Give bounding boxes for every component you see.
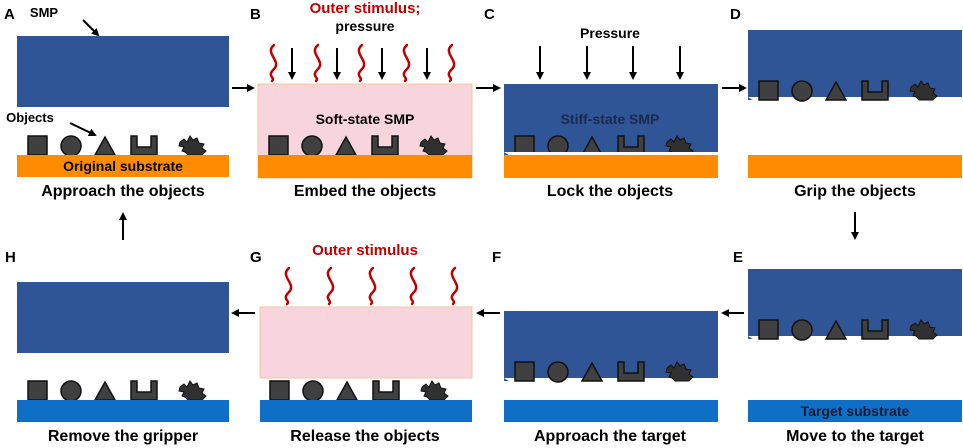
- target-substrate-G: [260, 400, 472, 422]
- target-substrate-H: [17, 400, 229, 422]
- soft-smp-block-G: [259, 306, 473, 379]
- caption-H: Remove the gripper: [48, 428, 198, 445]
- panel-letter-C: C: [484, 6, 495, 23]
- gripper-block-H: [17, 282, 229, 353]
- smp-annotation: SMP: [30, 5, 59, 20]
- objects-G: [269, 380, 449, 402]
- caption-A: Approach the objects: [41, 183, 205, 200]
- panel-letter-H: H: [5, 249, 16, 266]
- panel-letter-D: D: [730, 6, 741, 23]
- caption-C: Lock the objects: [547, 183, 673, 200]
- caption-E: Move to the target: [786, 428, 924, 445]
- stimulus-label-G: Outer stimulus: [312, 242, 418, 259]
- stimulus-wave-icon: [269, 43, 278, 83]
- stimulus-wave-icon: [313, 43, 322, 83]
- panel-letter-B: B: [250, 6, 261, 23]
- caption-D: Grip the objects: [794, 183, 916, 200]
- original-substrate-label: Original substrate: [63, 158, 183, 174]
- original-substrate-A: [17, 155, 229, 177]
- original-substrate-C: [504, 155, 718, 178]
- objects-A: [27, 135, 207, 157]
- stimulus-wave-icon: [447, 43, 456, 83]
- stimulus-wave-icon: [402, 43, 411, 83]
- pressure-label-C: Pressure: [580, 25, 640, 41]
- original-substrate-D: [748, 155, 962, 178]
- panel-letter-F: F: [492, 249, 501, 266]
- soft-state-smp-label: Soft-state SMP: [316, 111, 415, 127]
- target-substrate-label: Target substrate: [801, 403, 910, 419]
- panel-letter-E: E: [733, 249, 743, 266]
- caption-F: Approach the target: [534, 428, 687, 445]
- panel-letter-G: G: [250, 249, 262, 266]
- original-substrate-B: [258, 155, 472, 178]
- stimulus-wave-icon: [284, 266, 293, 306]
- smp-pointer-arrow: [82, 19, 100, 37]
- stiff-state-smp-label: Stiff-state SMP: [561, 111, 660, 127]
- objects-annotation: Objects: [6, 110, 54, 125]
- panel-letter-A: A: [4, 6, 15, 23]
- objects-pointer-arrow: [69, 122, 97, 137]
- stimulus-label-B: Outer stimulus;: [310, 0, 421, 17]
- smp-block-A: [17, 36, 229, 107]
- caption-B: Embed the objects: [294, 183, 436, 200]
- target-substrate-E: [748, 400, 962, 422]
- stimulus-wave-icon: [326, 266, 335, 306]
- caption-G: Release the objects: [290, 428, 440, 445]
- stimulus-wave-icon: [409, 266, 418, 306]
- stimulus-wave-icon: [357, 43, 366, 83]
- target-substrate-F: [504, 400, 718, 422]
- pressure-label-B: pressure: [335, 18, 394, 34]
- objects-H: [27, 380, 207, 402]
- stimulus-wave-icon: [368, 266, 377, 306]
- stimulus-wave-icon: [450, 266, 459, 306]
